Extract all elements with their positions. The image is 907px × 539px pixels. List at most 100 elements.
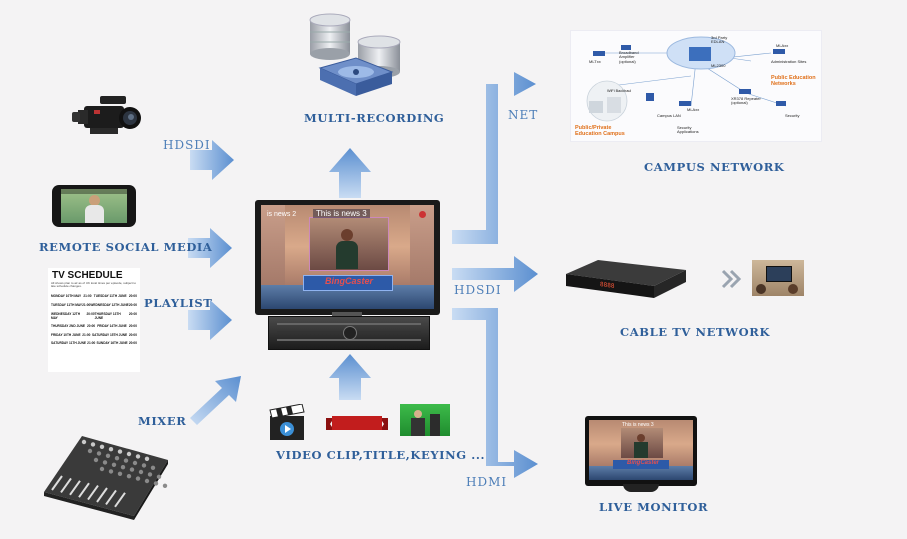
- mixer-knob: [138, 469, 144, 475]
- campus-text-2: ML2300: [711, 63, 726, 68]
- campus-network-diagram: 3rd Party EDLAN ML2300 MLTxx Broadband A…: [570, 30, 822, 142]
- schedule-cell: WEDNESDAY 12TH MAY: [51, 311, 81, 320]
- schedule-cell: 20:00: [87, 324, 96, 329]
- schedule-cell: THURSDAY 13TH JUNE: [94, 311, 121, 320]
- label-multi-recording: MULTI-RECORDING: [304, 111, 445, 125]
- mixer-fader: [69, 480, 81, 496]
- schedule-cell: 20:00: [128, 324, 137, 329]
- mixer-knob: [87, 448, 93, 454]
- mixer-knob: [147, 472, 153, 477]
- mixer-knob: [132, 460, 138, 466]
- schedule-cell: MONDAY 10TH MAY: [51, 294, 82, 299]
- mixer-knob: [93, 457, 99, 463]
- schedule-cell: SATURDAY 15TH JUNE: [92, 332, 128, 337]
- campus-text-7: MLAxx: [687, 107, 700, 112]
- campus-text-8: Security Applications: [677, 125, 699, 135]
- chevron-arrows: [721, 269, 742, 289]
- live-monitor: This is news 3 BingCaster: [585, 416, 697, 486]
- schedule-cell: 20:00: [86, 311, 95, 316]
- schedule-cell: 21:00: [82, 303, 91, 307]
- schedule-cell: FRIDAY 14TH JUNE: [97, 324, 127, 329]
- mixer-knob: [96, 451, 102, 456]
- mixer-knob: [111, 462, 117, 467]
- campus-text-1: 3rd Party EDLAN: [711, 35, 728, 45]
- mixer-fader: [78, 482, 90, 498]
- tv-schedule-card: TV SCHEDULE All shows plan to air as of …: [48, 268, 140, 372]
- mixer-knob: [156, 474, 162, 479]
- mixer-knob: [135, 476, 141, 481]
- smartphone-icon: [52, 185, 136, 227]
- mixer-knob: [81, 439, 87, 445]
- mixer-knob: [123, 458, 129, 463]
- schedule-cell: 20:00: [128, 311, 137, 316]
- arrow-from-clips: [329, 354, 371, 400]
- mixer-knob: [144, 456, 150, 461]
- schedule-cell: SUNDAY 16TH JUNE: [96, 341, 128, 346]
- mixer-knob: [90, 442, 96, 447]
- campus-text-14: Security: [785, 113, 800, 118]
- broadcast-monitor: is news 2 This is news 3 BingCaster: [255, 200, 440, 315]
- schedule-cell: FRIDAY 10TH JUNE: [51, 332, 81, 337]
- mixer-knob: [141, 463, 147, 468]
- edge-label-hdsdi-in: HDSDI: [163, 138, 211, 152]
- campus-text-9: XR378 Repeater (optional): [731, 96, 761, 106]
- schedule-cell: 20:00: [128, 294, 137, 299]
- arrow-mixer-in: [190, 376, 241, 425]
- presenter-figure: [341, 229, 353, 241]
- title-banner-icon: [326, 416, 388, 430]
- mixer-knob: [126, 451, 132, 457]
- mixer-knob: [114, 456, 120, 461]
- schedule-cell: 20:00: [128, 332, 137, 337]
- campus-text-13: Public/Private Education Campus: [575, 125, 625, 137]
- campus-text-10: MLAxx: [776, 43, 789, 48]
- campus-text-4: Broadband Amplifier (optional): [619, 50, 639, 64]
- live-brand-name: BingCaster: [627, 460, 660, 466]
- schedule-cell: 21:00: [82, 332, 91, 337]
- arrow-to-recording: [329, 148, 371, 198]
- news-tag-left: is news 2: [267, 211, 297, 218]
- label-live-monitor: LIVE MONITOR: [599, 500, 709, 514]
- audio-mixer-icon: [44, 436, 168, 520]
- mixer-fader: [60, 477, 72, 493]
- mixer-knob: [117, 471, 123, 476]
- live-news-tag: This is news 3: [622, 422, 654, 428]
- campus-text-5: WiFi Backhaul: [607, 89, 632, 93]
- schedule-cell: 20:00: [128, 341, 137, 346]
- mixer-knob: [129, 467, 135, 472]
- edge-label-hdsdi-out: HDSDI: [454, 283, 502, 297]
- campus-text-12: Public Education Networks: [771, 75, 816, 87]
- mixer-knob: [102, 460, 108, 465]
- arrow-playlist-in: [188, 300, 232, 340]
- live-monitor-stand: [623, 484, 659, 492]
- schedule-cell: SATURDAY 11TH JUNE: [51, 341, 87, 346]
- label-video-clip: VIDEO CLIP,TITLE,KEYING ...: [276, 448, 486, 462]
- label-mixer: MIXER: [138, 414, 187, 428]
- tv-schedule-title: TV SCHEDULE: [52, 270, 123, 281]
- arrow-hdsdi-out: [452, 256, 538, 292]
- mixer-knob: [108, 447, 114, 452]
- keying-greenscreen-icon: [400, 404, 450, 436]
- schedule-cell: 21:00: [83, 294, 92, 299]
- brand-name: BingCaster: [325, 276, 374, 286]
- arrow-net: [452, 72, 536, 244]
- mixer-knob: [144, 478, 150, 484]
- edge-label-hdmi: HDMI: [466, 475, 508, 489]
- brand-bar: [303, 275, 393, 291]
- mixer-knob: [120, 465, 126, 470]
- mixer-knob: [105, 453, 111, 458]
- campus-text-6: Campus LAN: [657, 113, 681, 118]
- arrow-hdmi: [452, 308, 538, 478]
- schedule-cell: 21:00: [87, 341, 96, 346]
- database-recording-icon: [309, 13, 401, 96]
- label-cable-tv-network: CABLE TV NETWORK: [620, 325, 771, 339]
- campus-text-11: Administration Sites: [771, 59, 807, 64]
- mixer-fader: [105, 489, 117, 505]
- schedule-cell: WEDNESDAY 12TH JUNE: [90, 303, 129, 307]
- mixer-knob: [117, 449, 123, 454]
- label-playlist: PLAYLIST: [144, 296, 213, 310]
